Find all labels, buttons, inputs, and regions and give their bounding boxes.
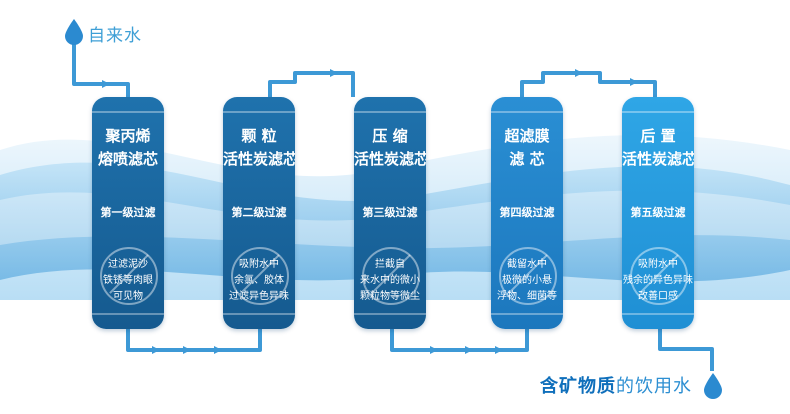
filter-stage-2: 颗 粒 活性炭滤芯 第二级过滤 吸附水中 余氯、胶体 过滤异色异味 bbox=[223, 97, 295, 329]
filter-stage-label: 第一级过滤 bbox=[100, 206, 156, 219]
filter-description: 拦截自 来水中的微小 颗粒物等微尘 bbox=[360, 259, 420, 302]
no-symbol-icon bbox=[499, 247, 557, 305]
filter-name: 后 置 活性炭滤芯 bbox=[622, 127, 694, 168]
pipe-3-4 bbox=[390, 329, 529, 352]
no-symbol-icon bbox=[630, 247, 688, 305]
filter-name: 颗 粒 活性炭滤芯 bbox=[223, 127, 295, 168]
water-drop-icon bbox=[65, 19, 83, 45]
inlet-pipe bbox=[72, 44, 130, 97]
filter-description: 过滤泥沙 铁锈等肉眼 可见物 bbox=[103, 259, 153, 302]
no-symbol-icon bbox=[362, 247, 420, 305]
filter-description: 截留水中 极微的小悬 浮物、细菌等 bbox=[497, 259, 557, 302]
filter-stage-4: 超滤膜 滤 芯 第四级过滤 截留水中 极微的小悬 浮物、细菌等 bbox=[491, 97, 563, 329]
filter-stage-5: 后 置 活性炭滤芯 第五级过滤 吸附水中 残余的异色异味 改善口感 bbox=[622, 97, 694, 329]
pipe-2-3 bbox=[268, 71, 355, 97]
source-label: 自来水 bbox=[88, 26, 142, 46]
water-drop-icon bbox=[704, 373, 722, 399]
filter-name: 聚丙烯 熔喷滤芯 bbox=[97, 127, 158, 168]
output-label-accent: 含矿物质 bbox=[540, 376, 616, 397]
pipe-1-2 bbox=[126, 329, 262, 352]
filter-stage-label: 第二级过滤 bbox=[231, 206, 287, 219]
filter-name: 压 缩 活性炭滤芯 bbox=[354, 127, 426, 168]
output-label: 含矿物质的饮用水 bbox=[540, 372, 692, 398]
outlet-pipe bbox=[658, 329, 714, 371]
output-label-rest: 的饮用水 bbox=[616, 376, 692, 397]
no-symbol-icon bbox=[231, 247, 289, 305]
filter-name: 超滤膜 滤 芯 bbox=[504, 127, 550, 168]
no-symbol-icon bbox=[100, 247, 158, 305]
filter-stage-label: 第三级过滤 bbox=[362, 206, 418, 219]
filter-description: 吸附水中 残余的异色异味 改善口感 bbox=[623, 259, 693, 302]
filter-stage-label: 第五级过滤 bbox=[630, 206, 686, 219]
filter-stage-1: 聚丙烯 熔喷滤芯 第一级过滤 过滤泥沙 铁锈等肉眼 可见物 bbox=[92, 97, 164, 329]
filter-description: 吸附水中 余氯、胶体 过滤异色异味 bbox=[229, 259, 289, 302]
pipe-4-5 bbox=[520, 71, 657, 97]
filter-stage-3: 压 缩 活性炭滤芯 第三级过滤 拦截自 来水中的微小 颗粒物等微尘 bbox=[354, 97, 426, 329]
filter-stage-label: 第四级过滤 bbox=[499, 206, 555, 219]
